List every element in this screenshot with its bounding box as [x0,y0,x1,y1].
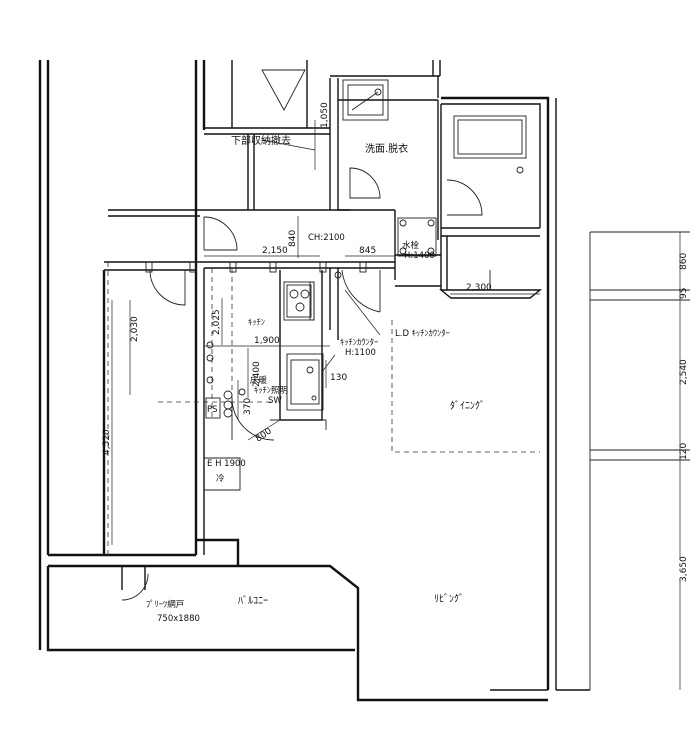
dim-3650: 3,650 [679,556,689,582]
floor-heating-label: 床暖 [250,375,268,386]
dim-4520: 4,520 [102,429,112,455]
walls [38,60,590,702]
ceiling-height-label: CH:2100 [308,233,345,243]
dim-120: 120 [679,443,689,460]
pleat-screen-label: ﾌﾟﾘｰﾂ網戸 [146,599,184,610]
room-balcony: ﾊﾞﾙｺﾆｰ [238,595,268,607]
dim-130: 130 [330,373,347,383]
kitchen-counter-height-label: H:1100 [345,348,376,358]
switch-label: SW [268,396,282,406]
eh-label: E H 1900 [207,459,246,469]
dim-1050: 1,050 [320,102,330,128]
dim-845: 845 [359,246,376,256]
dim-2300: 2,300 [466,283,492,293]
dim-2400: 2,400 [252,361,262,387]
entrance-arrow-icon [261,69,306,111]
kitchen-counter-label: ｷｯﾁﾝｶｳﾝﾀｰ [340,338,378,348]
dim-800: 800 [254,426,274,444]
dim-2025: 2,025 [212,309,222,335]
fridge-label: 冷 [216,473,225,484]
kitchen-light-label: ｷｯﾁﾝ照明 [254,386,288,396]
room-dining: ﾀﾞｲﾆﾝｸﾞ [450,400,485,412]
doors [121,167,491,601]
dim-2030: 2,030 [130,316,140,342]
dimension-lines [111,120,690,690]
room-washroom: 洗面.脱衣 [365,142,408,155]
dim-95: 95 [679,288,689,299]
pleat-screen-size-label: 750x1880 [157,614,200,624]
ld-counter-label: L.D ｷｯﾁﾝｶｳﾝﾀｰ [395,329,450,339]
dashed-lines [107,262,540,555]
dim-2540: 2,540 [679,359,689,385]
room-storage-removed: 下部収納撤去 [231,134,291,147]
fixtures [145,79,527,491]
room-kitchen: ｷｯﾁﾝ [248,318,265,328]
dim-2150: 2,150 [262,246,288,256]
dim-370: 370 [243,398,253,415]
water-tap-label: 水栓 [402,240,420,251]
dim-1900: 1,900 [254,336,280,346]
water-tap-height-label: H:1400 [404,251,435,261]
dim-860: 860 [679,253,689,270]
room-living: ﾘﾋﾞﾝｸﾞ [434,593,464,605]
ps-label: PS [207,405,218,415]
dim-840: 840 [288,230,298,247]
